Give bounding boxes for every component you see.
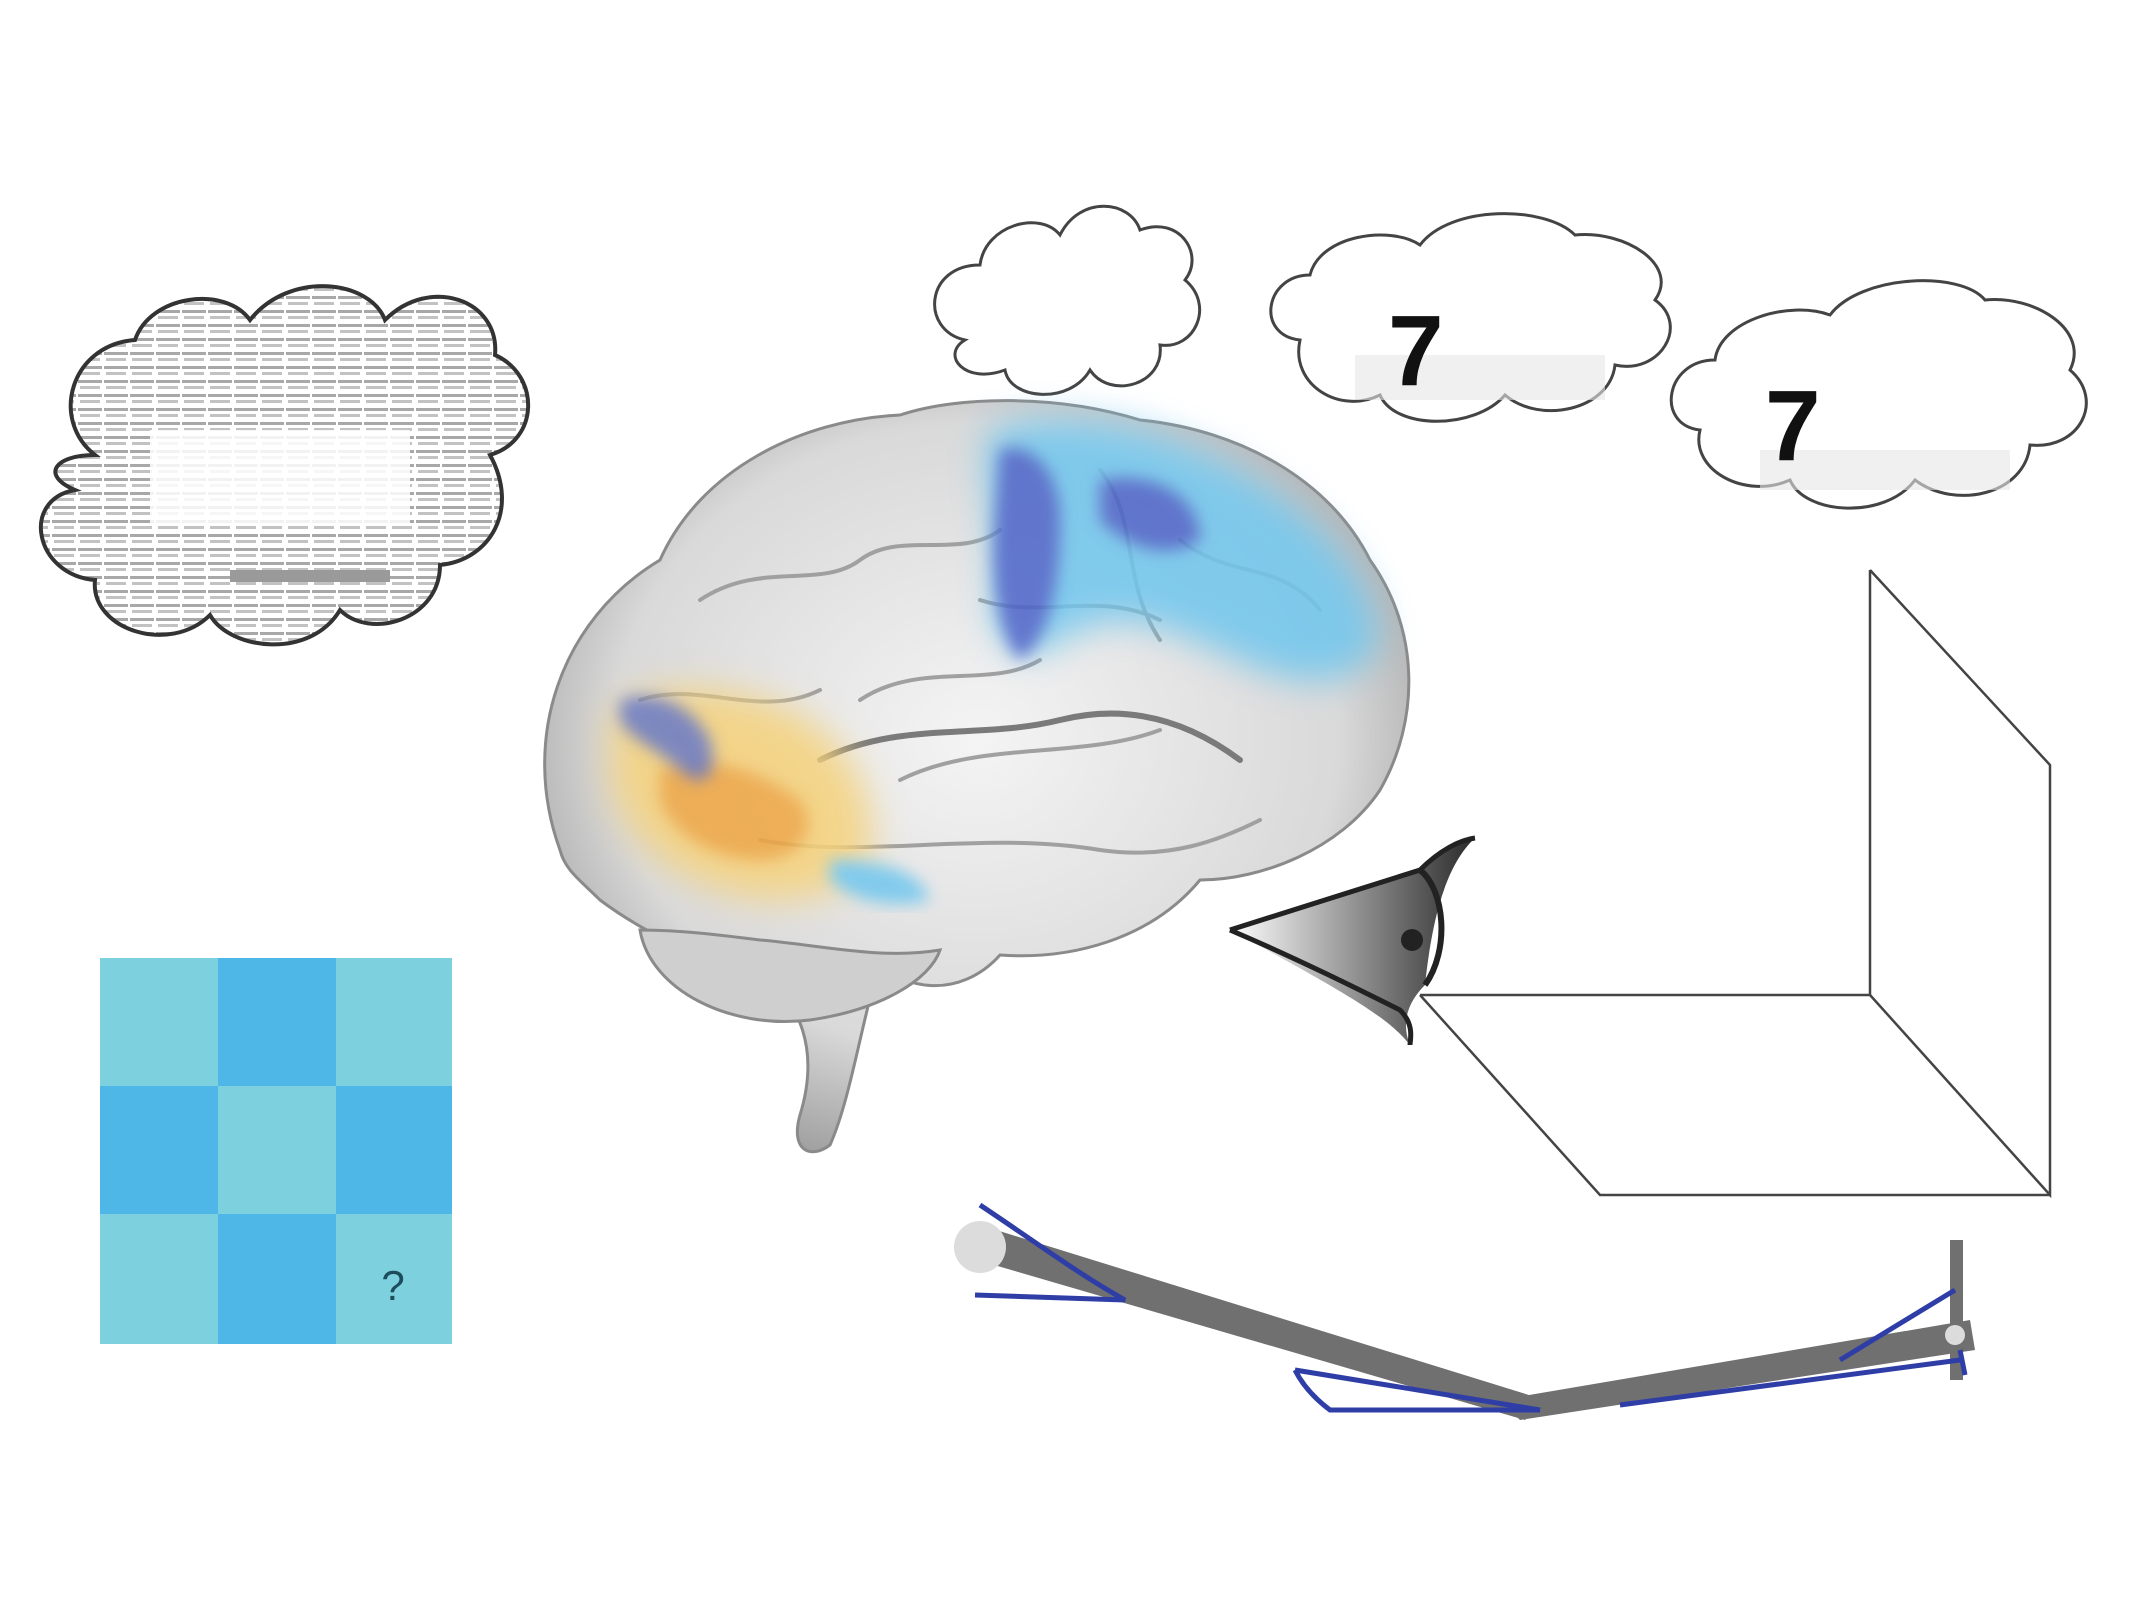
color-matrix-puzzle: ? <box>100 958 452 1344</box>
matrix-cell <box>100 1086 218 1214</box>
matrix-cell <box>218 1214 336 1344</box>
matrix-cell <box>218 1086 336 1214</box>
matrix-cell <box>218 958 336 1086</box>
matrix-cell <box>336 958 452 1086</box>
empty-thought-cloud <box>933 204 1202 396</box>
number-thought-cloud-1: 7 <box>1269 212 1672 423</box>
number-thought-cloud-2: 7 <box>1669 279 2088 510</box>
matrix-cell-missing <box>336 1214 452 1344</box>
text-thought-cloud <box>38 284 531 647</box>
matrix-cell <box>336 1086 452 1214</box>
frontal-activation <box>610 688 930 904</box>
matrix-cell <box>100 1214 218 1344</box>
posterior-activation <box>987 420 1380 681</box>
matrix-question-mark: ? <box>381 1262 404 1309</box>
brain <box>543 399 1411 1154</box>
number-seven-2: 7 <box>1765 370 1821 482</box>
eye-icon <box>1229 835 1476 1046</box>
3d-corner-figure <box>1419 569 2052 1199</box>
number-seven-1: 7 <box>1388 295 1444 407</box>
matrix-cell <box>100 958 218 1086</box>
arm-musculoskeletal-figure <box>954 1202 1975 1420</box>
